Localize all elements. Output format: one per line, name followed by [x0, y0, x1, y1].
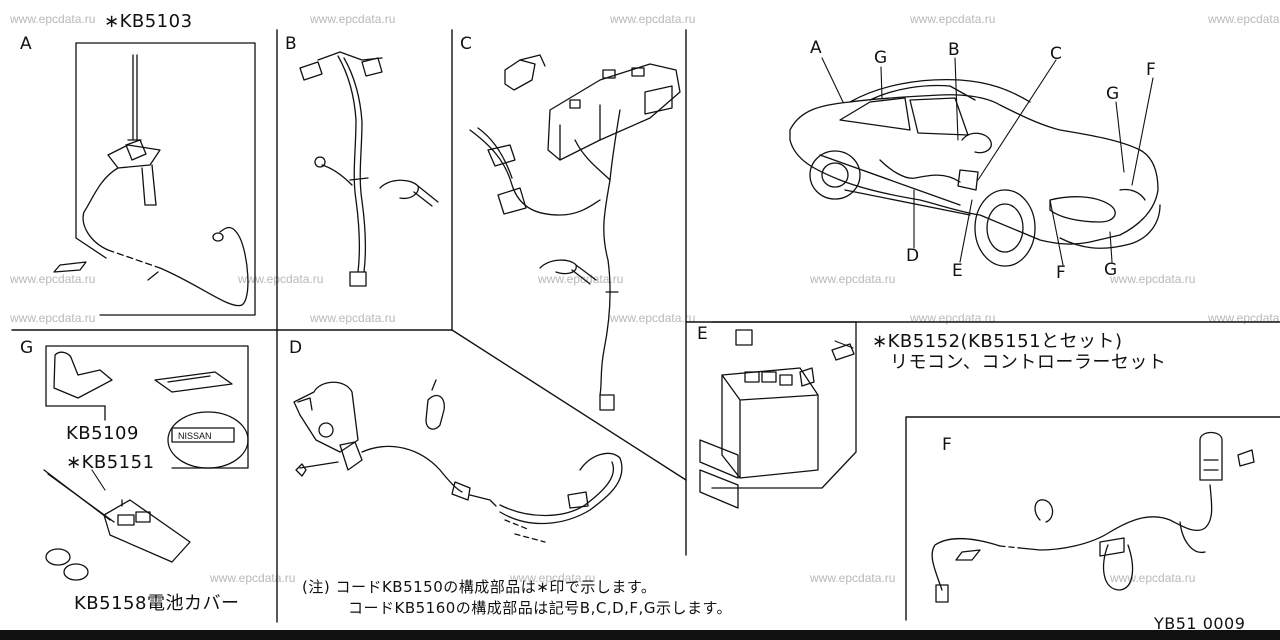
part-code-kb5152-description: リモコン、コントローラーセット	[890, 352, 1167, 373]
section-label-a: A	[20, 34, 32, 54]
panel-dividers	[11, 29, 1280, 623]
watermark: www.epcdata.ru	[610, 12, 696, 26]
car-callout-c: C	[1050, 44, 1062, 64]
watermark: www.epcdata.ru	[10, 311, 96, 325]
watermark: www.epcdata.ru	[510, 571, 596, 585]
watermark: www.epcdata.ru	[538, 272, 624, 286]
watermark: www.epcdata.ru	[10, 272, 96, 286]
watermark: www.epcdata.ru	[310, 311, 396, 325]
part-code-kb5158: KB5158電池カバー	[74, 593, 240, 614]
car-callout-g: G	[874, 48, 888, 68]
remote-and-emblems-g: NISSAN	[43, 345, 249, 581]
car-callout-d: D	[906, 246, 920, 266]
part-code-leaders	[91, 340, 854, 491]
harness-b	[299, 51, 439, 287]
part-code-kb5103: ∗KB5103	[104, 11, 193, 32]
section-label-b: B	[285, 34, 297, 54]
note-line-2: コードKB5160の構成部品は記号B,C,D,F,G示します。	[348, 599, 732, 617]
watermark: www.epcdata.ru	[810, 571, 896, 585]
car-leader-lines	[821, 57, 1154, 266]
sensor-assembly-d	[293, 379, 623, 543]
diagram-id: YB51 0009	[1154, 614, 1246, 633]
note-line-1: (注) コードKB5150の構成部品は∗印で示します。	[302, 578, 657, 596]
watermark: www.epcdata.ru	[1110, 571, 1196, 585]
svg-text:NISSAN: NISSAN	[178, 431, 212, 441]
car-illustration	[789, 79, 1161, 267]
car-callout-f2: F	[1056, 263, 1066, 283]
watermark: www.epcdata.ru	[610, 311, 696, 325]
section-label-d: D	[289, 338, 303, 358]
controller-unit-e	[699, 321, 857, 509]
car-callout-f: F	[1146, 60, 1156, 80]
car-callout-g3: G	[1104, 260, 1118, 280]
section-label-g: G	[20, 338, 34, 358]
watermark: www.epcdata.ru	[210, 571, 296, 585]
part-code-kb5109: KB5109	[66, 423, 139, 444]
car-callout-a: A	[810, 38, 822, 58]
section-label-c: C	[460, 34, 472, 54]
part-code-kb5152: ∗KB5152(KB5151とセット)	[872, 331, 1123, 352]
section-label-e: E	[697, 324, 708, 344]
car-callout-e: E	[952, 261, 963, 281]
part-code-kb5151: ∗KB5151	[66, 452, 155, 473]
watermark: www.epcdata.ru	[1208, 12, 1280, 26]
watermark: www.epcdata.ru	[810, 272, 896, 286]
watermark: www.epcdata.ru	[310, 12, 396, 26]
harness-f	[931, 431, 1255, 603]
antenna-assembly	[53, 42, 256, 316]
junction-block-c	[469, 54, 681, 411]
watermark: www.epcdata.ru	[238, 272, 324, 286]
car-callout-b: B	[948, 40, 960, 60]
section-label-f: F	[942, 435, 952, 455]
bottom-border	[0, 630, 1280, 640]
watermark: www.epcdata.ru	[1110, 272, 1196, 286]
car-callout-g2: G	[1106, 84, 1120, 104]
watermark: www.epcdata.ru	[10, 12, 96, 26]
watermark: www.epcdata.ru	[910, 12, 996, 26]
